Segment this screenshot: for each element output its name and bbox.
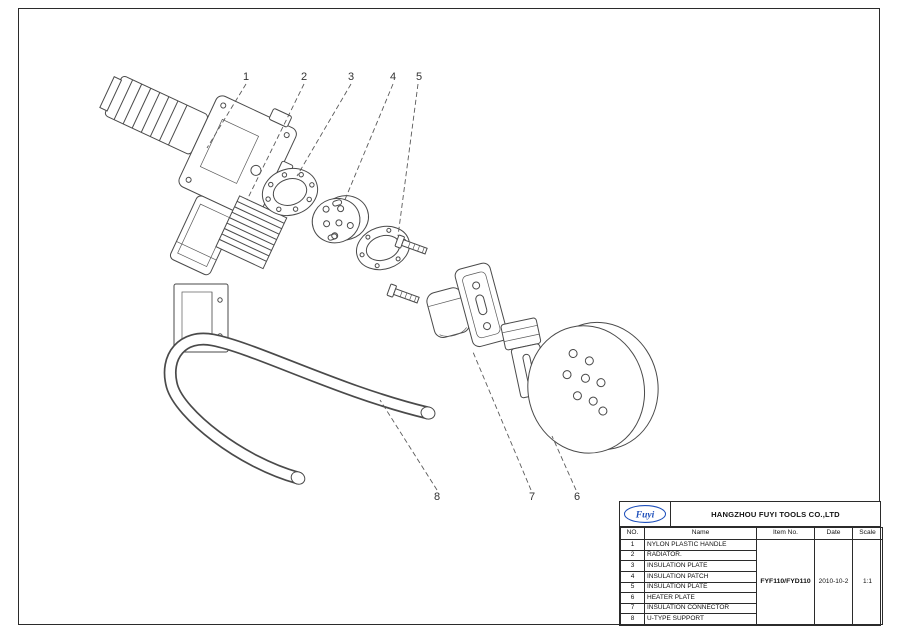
drawing-border-frame xyxy=(18,8,880,625)
part-radiator xyxy=(215,195,288,270)
part-no: 1 xyxy=(620,539,645,551)
part-insulation-patch xyxy=(311,195,369,244)
part-insulation-connector xyxy=(426,262,508,348)
part-nylon-plastic-handle xyxy=(99,75,297,276)
support-tube xyxy=(163,332,435,485)
callout-4: 4 xyxy=(390,71,396,83)
header-date: Date xyxy=(814,527,853,541)
part-name: U-TYPE SUPPORT xyxy=(644,613,757,625)
company-logo: Fuyi xyxy=(620,502,671,527)
fuyi-logo-icon: Fuyi xyxy=(623,505,667,524)
part-insulation-plate-gasket xyxy=(261,167,319,217)
part-u-type-support xyxy=(163,283,436,485)
scale-value: 1:1 xyxy=(852,539,883,625)
callout-8: 8 xyxy=(434,491,440,503)
part-no: 7 xyxy=(620,602,645,615)
header-item-no: Item No. xyxy=(756,527,815,541)
callout-6: 6 xyxy=(574,491,580,503)
part-no: 4 xyxy=(620,571,645,583)
leader-4 xyxy=(343,83,394,203)
leader-6 xyxy=(551,435,577,491)
title-block: Fuyi HANGZHOU FUYI TOOLS CO.,LTD NO. Nam… xyxy=(619,501,883,626)
header-no: NO. xyxy=(620,527,645,541)
part-name: INSULATION PATCH xyxy=(644,571,757,583)
callout-2: 2 xyxy=(301,71,307,83)
screw-lower xyxy=(386,283,420,304)
table-row: 1 NYLON PLASTIC HANDLE FYF110/FYD110 201… xyxy=(620,539,883,625)
handle-nozzle xyxy=(104,75,208,155)
leader-2 xyxy=(246,83,305,201)
logo-text: Fuyi xyxy=(635,511,655,521)
leader-7 xyxy=(472,351,532,491)
header-name: Name xyxy=(644,527,757,541)
screw-upper xyxy=(394,234,428,255)
leader-8 xyxy=(379,399,438,491)
company-name: HANGZHOU FUYI TOOLS CO.,LTD xyxy=(711,509,840,519)
table-row: 8 U-TYPE SUPPORT xyxy=(620,613,883,625)
leader-5 xyxy=(397,83,419,237)
part-name: HEATER PLATE xyxy=(644,592,757,604)
part-name: INSULATION PLATE xyxy=(644,581,757,594)
part-heater-plate xyxy=(500,317,659,454)
item-no-value: FYF110/FYD110 xyxy=(756,539,815,625)
callout-3: 3 xyxy=(348,71,354,83)
part-no: 2 xyxy=(620,549,645,562)
leader-1 xyxy=(206,83,247,149)
callout-5: 5 xyxy=(416,71,422,83)
part-name: NYLON PLASTIC HANDLE xyxy=(644,539,757,551)
date-value: 2010-10-2 xyxy=(814,539,853,625)
parts-list-table: NO. Name Item No. Date Scale 1 NYLON PLA… xyxy=(620,527,883,625)
title-block-header-row: Fuyi HANGZHOU FUYI TOOLS CO.,LTD xyxy=(620,502,880,528)
callout-1: 1 xyxy=(243,71,249,83)
parts-table-header: NO. Name Item No. Date Scale xyxy=(620,527,883,541)
leader-3 xyxy=(296,83,352,177)
callout-7: 7 xyxy=(529,491,535,503)
part-no: 6 xyxy=(620,592,645,604)
header-scale: Scale xyxy=(852,527,883,541)
part-no: 5 xyxy=(620,581,645,594)
part-name: RADIATOR. xyxy=(644,549,757,562)
part-no: 3 xyxy=(620,560,645,573)
part-no: 8 xyxy=(620,613,645,625)
part-name: INSULATION PLATE xyxy=(644,560,757,573)
part-name: INSULATION CONNECTOR xyxy=(644,602,757,615)
